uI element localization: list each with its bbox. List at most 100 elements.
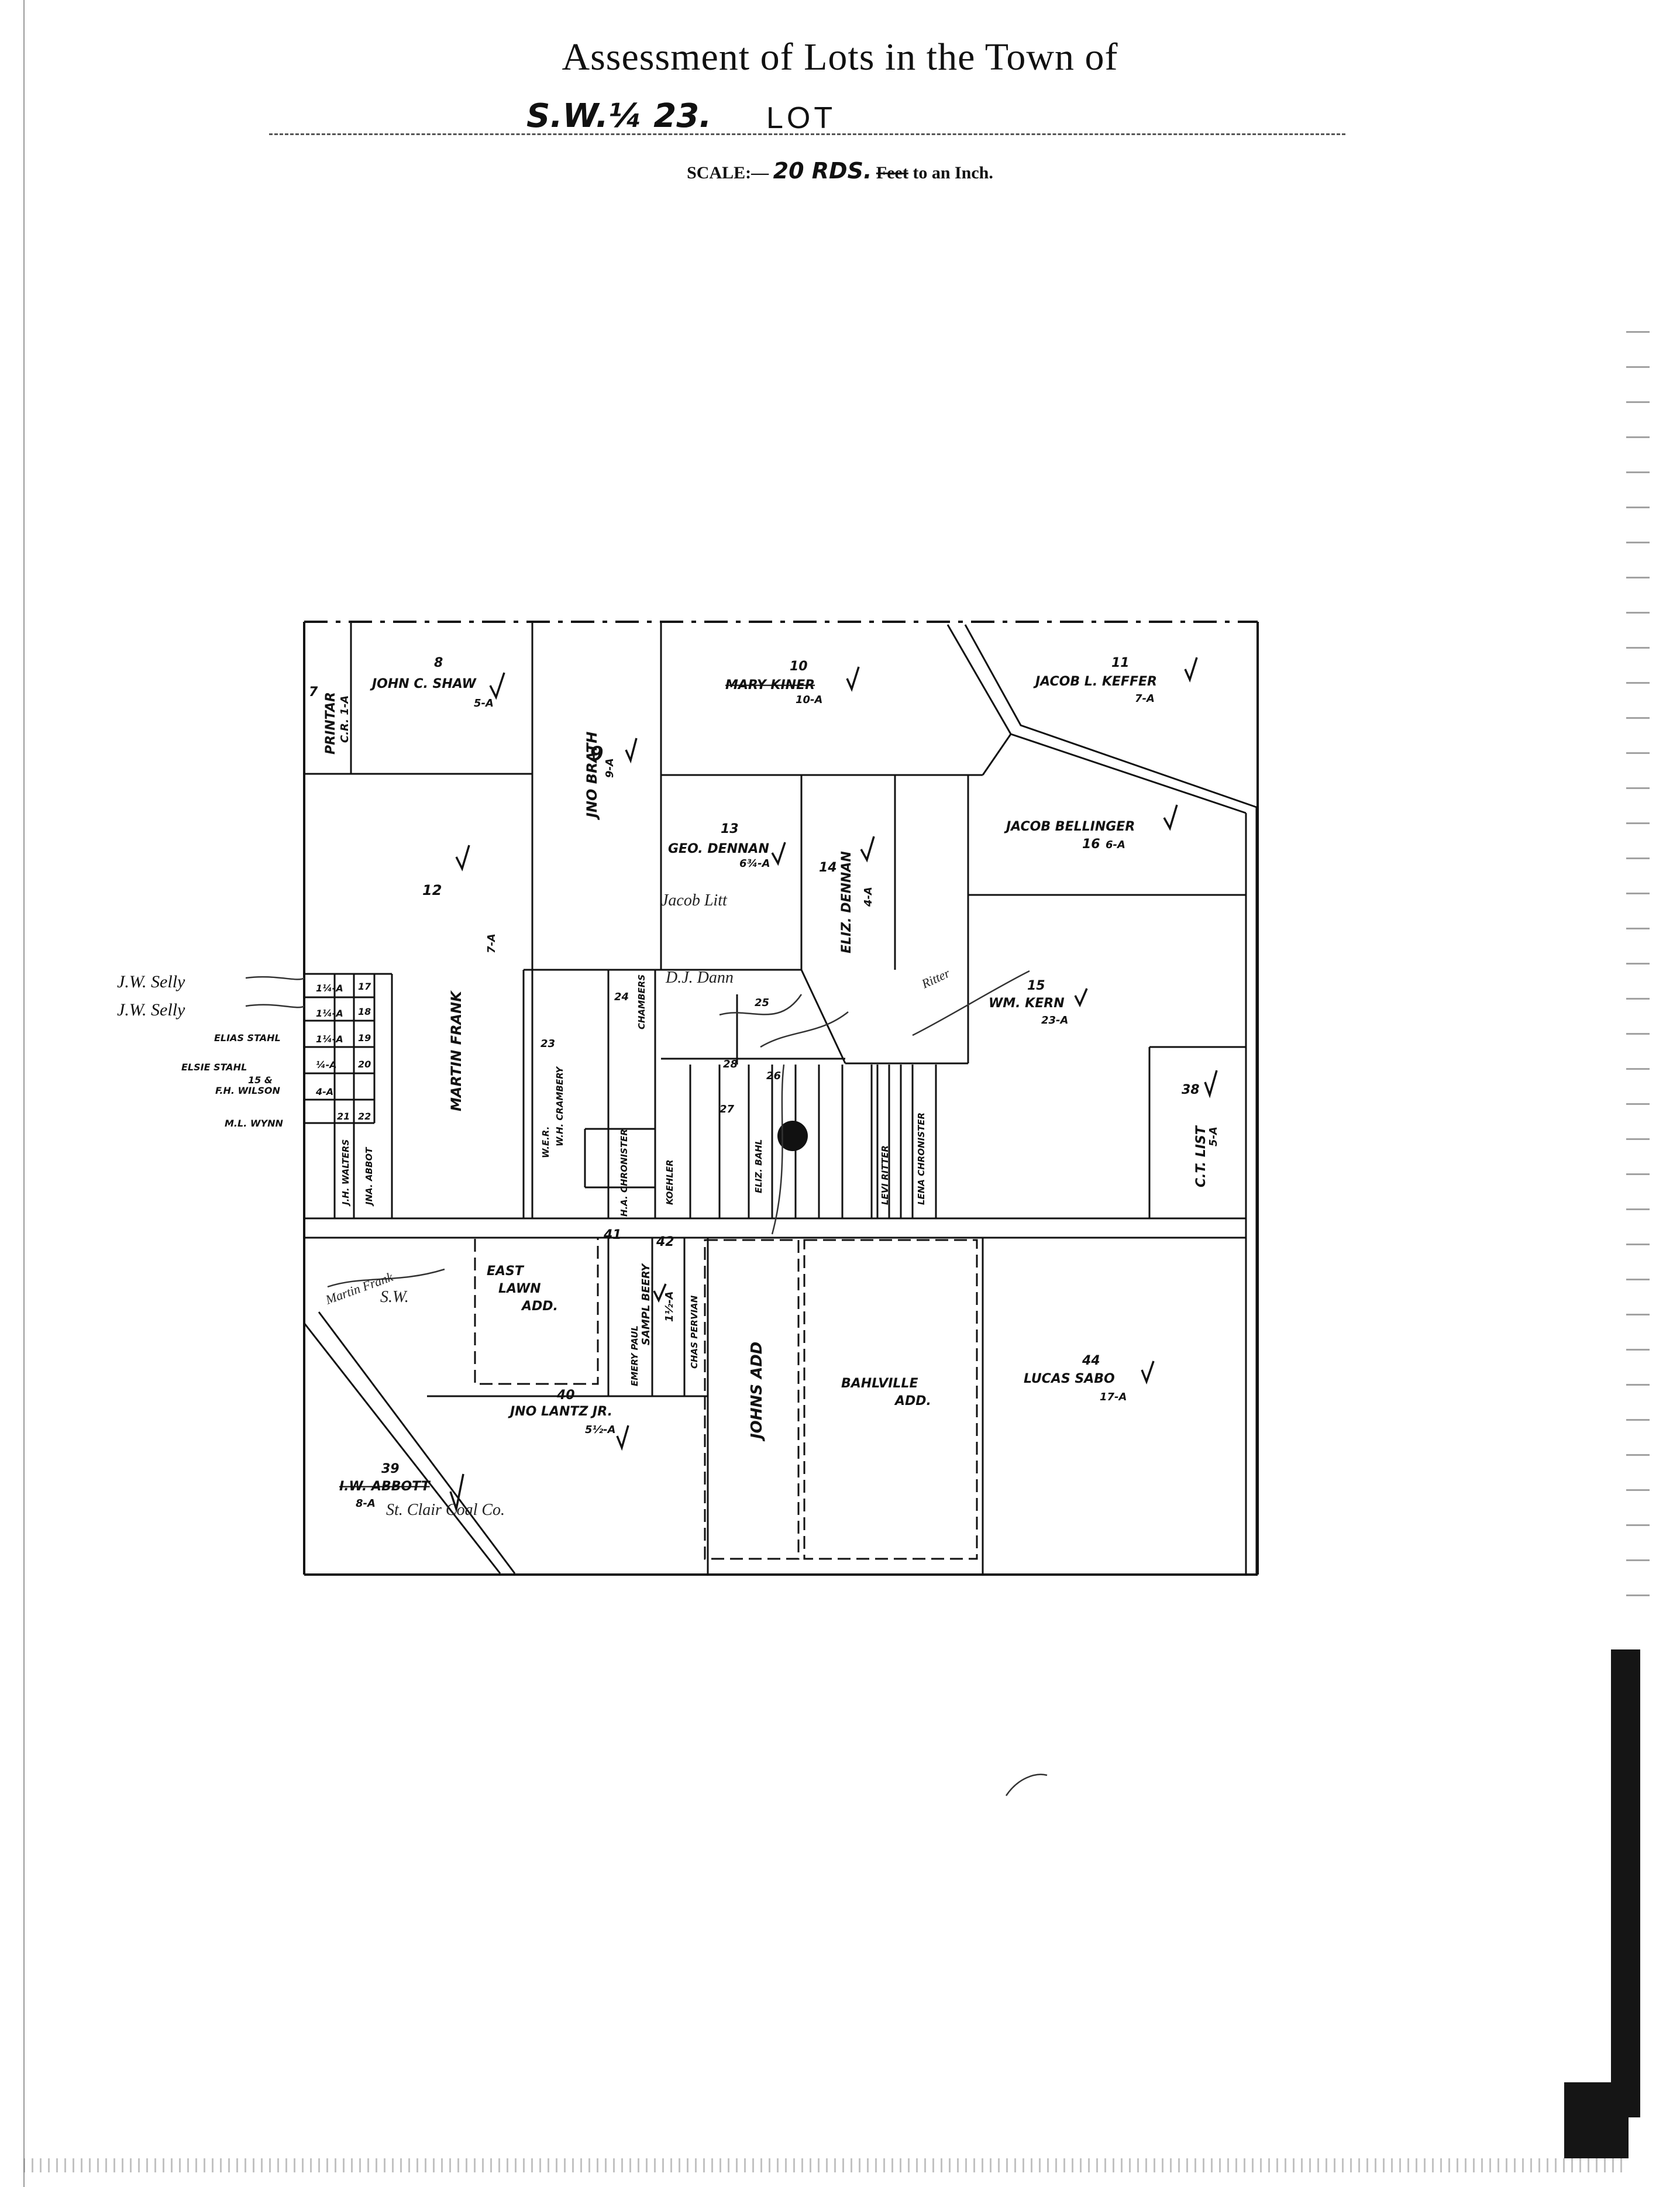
lot-10-owner: MARY KINER <box>725 678 815 693</box>
lot-8: 8 JOHN C. SHAW 5-A <box>370 656 494 710</box>
check-marks <box>449 657 1218 1513</box>
lot-lines <box>304 622 1246 1575</box>
lot-42-number: 42 <box>656 1235 674 1249</box>
inner-number-27: 27 <box>719 1103 735 1115</box>
handwriting-scribbles <box>245 970 1048 1796</box>
strip-area-3: 1¼-A <box>316 1034 343 1045</box>
lot-40: 40 JNO LANTZ JR. 5½-A <box>508 1388 616 1436</box>
strip-area-4: ¼-A <box>316 1059 337 1070</box>
lot-9-number: 9 <box>590 742 604 766</box>
diagonal-road-ne <box>946 624 1257 814</box>
inner-number-24: 24 <box>614 991 629 1003</box>
strip-name-bahl: ELIZ. BAHL <box>753 1139 764 1193</box>
lot-14-number: 14 <box>819 860 837 875</box>
scale-struck-word: Feet <box>876 163 908 182</box>
inner-number-28: 28 <box>723 1058 738 1070</box>
east-lawn-line-2: LAWN <box>498 1282 541 1296</box>
lot-14-owner: ELIZ. DENNAN <box>839 851 854 953</box>
scan-bottom-noise <box>23 2158 1626 2172</box>
strip-name-walters: J.H. WALTERS <box>340 1139 351 1207</box>
lot-11-owner: JACOB L. KEFFER <box>1033 674 1157 689</box>
hw-ritter: Ritter <box>919 966 952 991</box>
lot-15-number: 15 <box>1027 979 1045 993</box>
lot-15-owner: WM. KERN <box>989 996 1065 1011</box>
side-name-selly-2: J.W. Selly <box>117 1000 185 1020</box>
hw-sw: S.W. <box>380 1288 409 1306</box>
lot-13: 13 GEO. DENNAN 6¾-A <box>668 822 770 870</box>
lot-40-area: 5½-A <box>585 1424 616 1436</box>
lot-11-area: 7-A <box>1135 693 1155 705</box>
side-name-wynn: M.L. WYNN <box>225 1118 283 1129</box>
lot-39-area: 8-A <box>356 1497 376 1510</box>
strip-name-ritter: LEVI RITTER <box>880 1145 890 1205</box>
lot-44-area: 17-A <box>1100 1391 1127 1403</box>
lot-14: 14 ELIZ. DENNAN 4-A <box>819 851 875 953</box>
section-label: S.W.¼ 23. <box>526 97 712 135</box>
strip-area-5: 4-A <box>315 1086 333 1097</box>
bahlville-line-2: ADD. <box>894 1394 931 1408</box>
lot-12-owner: MARTIN FRANK <box>448 990 464 1111</box>
lot-40-owner: JNO LANTZ JR. <box>508 1404 612 1419</box>
lot-16-owner: JACOB BELLINGER <box>1004 819 1135 834</box>
lot-41: 41 <box>603 1228 622 1242</box>
strip-name-koehler: KOEHLER <box>665 1159 675 1205</box>
lot-39-owner: I.W. ABBOTT <box>339 1479 431 1494</box>
lot-11-number: 11 <box>1111 656 1130 670</box>
page-border-left <box>23 0 25 2187</box>
east-lawn-line-1: EAST <box>487 1264 525 1279</box>
side-name-selly-1: J.W. Selly <box>117 972 185 991</box>
side-name-wilson: F.H. WILSON <box>215 1085 280 1096</box>
strip-name-wer: W.E.R. <box>541 1127 551 1158</box>
strip-number-19: 19 <box>358 1032 371 1043</box>
lot-15-area: 23-A <box>1041 1014 1068 1027</box>
strip-number-21: 21 <box>337 1111 350 1122</box>
addition-johns: JOHNS ADD <box>748 1342 766 1442</box>
strip-name-abbot: JNA. ABBOT <box>364 1146 374 1207</box>
lot-9-area: 9-A <box>604 758 616 778</box>
scan-edge-dark <box>1611 1649 1640 2117</box>
lot-38-area: 5-A <box>1207 1127 1220 1146</box>
lot-40-number: 40 <box>556 1388 575 1403</box>
scale-suffix: to an Inch. <box>913 163 993 182</box>
inner-lot-numbers: 23 24 25 26 27 28 <box>541 991 781 1115</box>
lot-42: 42 SAMPL BEERY 1½-A <box>640 1235 676 1345</box>
lot-12: 12 MARTIN FRANK 7-A <box>422 882 498 1111</box>
lot-7-owner: PRINTAR <box>323 692 338 755</box>
lot-16-area: 6-A <box>1106 839 1125 851</box>
section-boundary <box>303 621 1259 1576</box>
strip-number-18: 18 <box>358 1006 371 1017</box>
strip-name-chronister: LENA CHRONISTER <box>916 1113 927 1205</box>
addition-bahlville: BAHLVILLE ADD. <box>841 1376 931 1408</box>
road <box>304 807 1258 1575</box>
scan-corner-block <box>1564 2082 1629 2158</box>
lot-9: JNO BRATH 9 9-A <box>584 732 616 820</box>
lot-7-number: 7 <box>309 685 318 700</box>
inner-number-23: 23 <box>541 1038 555 1050</box>
side-name-wilson-num: 15 & <box>248 1074 273 1086</box>
inner-number-25: 25 <box>755 997 769 1009</box>
lot-8-number: 8 <box>434 656 443 670</box>
lot-13-number: 13 <box>721 822 739 836</box>
strip-number-22: 22 <box>358 1111 371 1122</box>
diagonal-road-sw <box>303 1311 516 1574</box>
lot-38-owner: C.T. LIST <box>1194 1125 1209 1187</box>
strip-name-emery: EMERY PAUL <box>629 1325 640 1386</box>
ink-blot <box>777 1121 808 1151</box>
lot-label: LOT <box>766 101 836 135</box>
side-names: J.W. Selly J.W. Selly ELIAS STAHL ELSIE … <box>117 972 283 1129</box>
hw-jacob-litt: Jacob Litt <box>661 891 728 910</box>
lot-9-owner: JNO BRATH <box>584 732 600 820</box>
hw-st-clair: St. Clair Coal Co. <box>386 1501 505 1519</box>
addition-east-lawn: EAST LAWN ADD. <box>487 1264 558 1314</box>
lot-12-area: 7-A <box>486 934 498 953</box>
lot-38-number: 38 <box>1182 1083 1200 1097</box>
lot-42-area: 1½-A <box>663 1291 676 1322</box>
lot-8-area: 5-A <box>474 697 494 710</box>
lot-12-number: 12 <box>422 882 442 898</box>
strip-name-crambery: W.H. CRAMBERY <box>555 1066 565 1146</box>
inner-number-26: 26 <box>766 1070 781 1082</box>
bahlville-line-1: BAHLVILLE <box>841 1376 918 1391</box>
lot-14-area: 4-A <box>862 887 875 907</box>
side-name-elsie: ELSIE STAHL <box>181 1062 247 1073</box>
